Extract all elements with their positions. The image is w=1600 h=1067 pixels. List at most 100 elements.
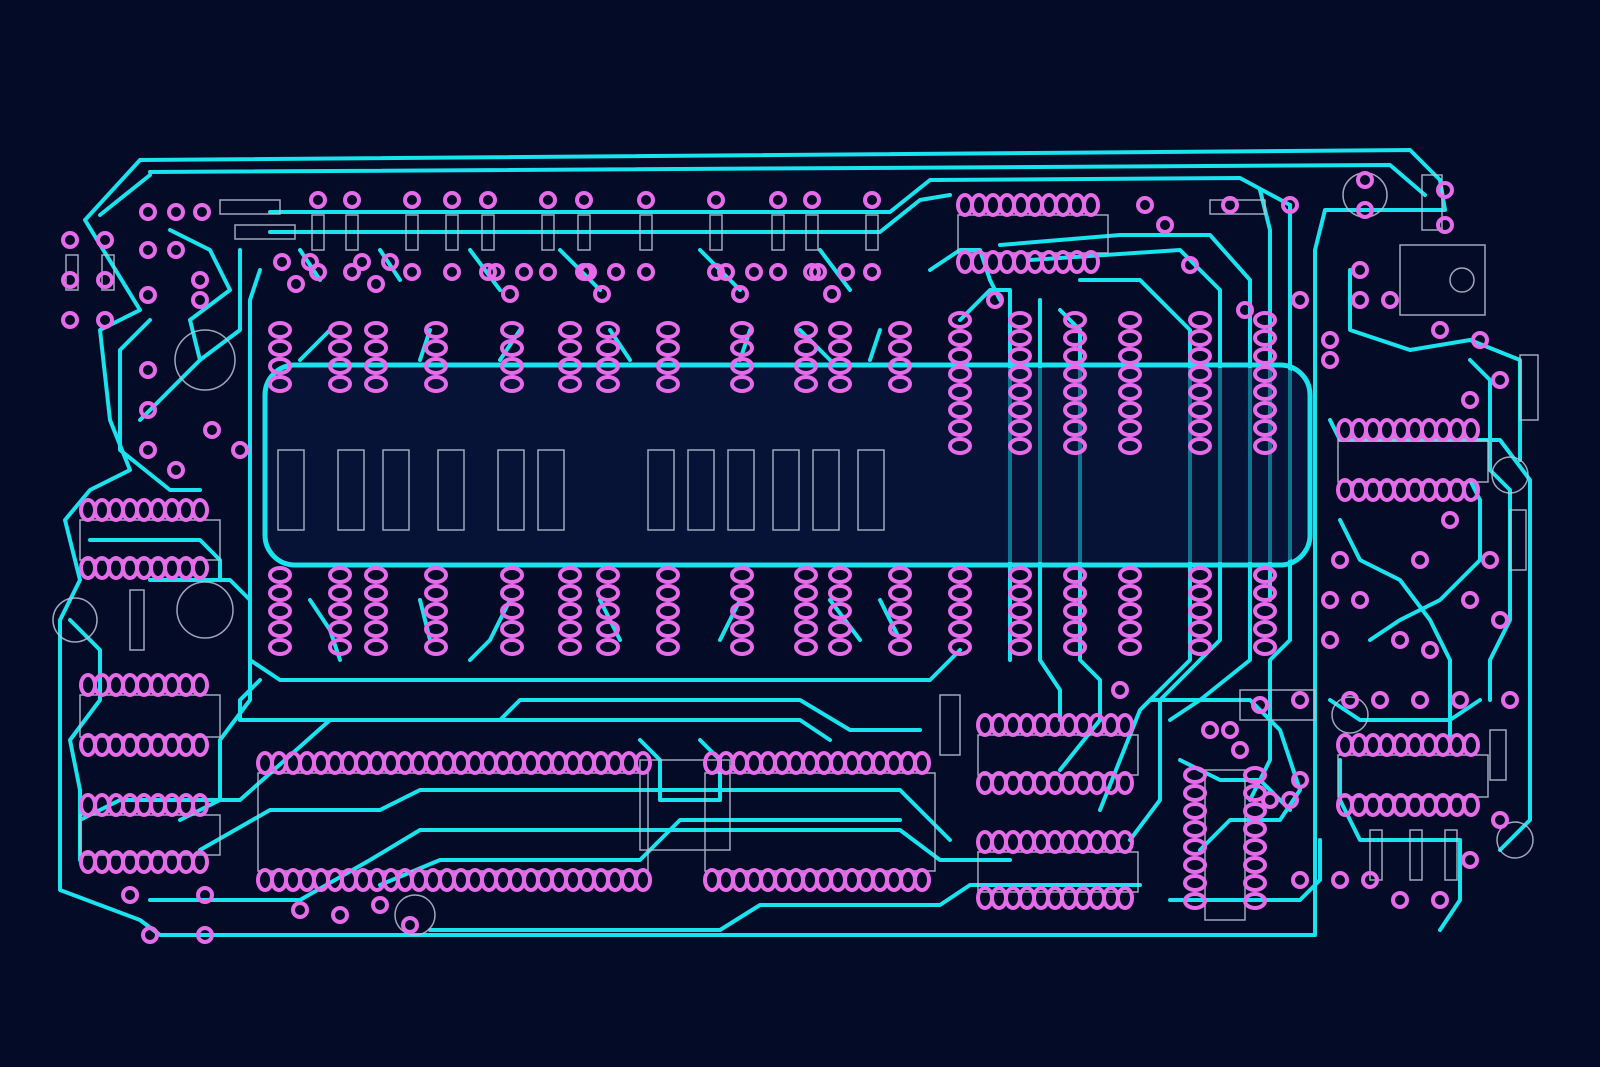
ic-pin-pad <box>1063 329 1087 347</box>
capacitor-outline <box>394 894 436 936</box>
ic-pin-pad <box>656 620 680 638</box>
component-pad <box>371 896 389 914</box>
ic-pin-pad <box>500 375 524 393</box>
ic-pin-pad <box>948 602 972 620</box>
display-loop-trace <box>238 678 832 742</box>
ic-pin-pad <box>1118 311 1142 329</box>
via-pad <box>1356 171 1374 189</box>
ic-pin-pad <box>1183 802 1207 820</box>
ic-pin-pad <box>828 375 852 393</box>
component-pad <box>196 886 214 904</box>
diode-outline <box>1489 729 1507 781</box>
resistor-outline <box>1509 509 1527 571</box>
component-pad <box>167 241 185 259</box>
ic-pin-pad <box>828 638 852 656</box>
ic-pin-pad <box>948 566 972 584</box>
ic-pin-pad <box>328 321 352 339</box>
component-pad <box>401 916 419 934</box>
transistor-pad <box>593 285 611 303</box>
ic-pin-pad <box>888 620 912 638</box>
ic-pin-pad <box>948 437 972 455</box>
component-pad <box>1371 691 1389 709</box>
via-pad <box>1221 721 1239 739</box>
hidden-chip-outline <box>537 449 565 531</box>
ic-pin-pad <box>328 339 352 357</box>
electrolytic-capacitor-outline <box>174 329 236 391</box>
hidden-chip-outline <box>857 449 885 531</box>
hidden-chip-outline <box>337 449 365 531</box>
transistor-pad <box>837 263 855 281</box>
ic-pin-pad <box>828 620 852 638</box>
ic-pin-pad <box>730 339 754 357</box>
ic-pin-pad <box>268 620 292 638</box>
ic-pin-pad <box>1253 383 1277 401</box>
resistor-pad <box>637 263 655 281</box>
ic-pin-pad <box>596 584 620 602</box>
ic-pin-pad <box>1243 820 1267 838</box>
ic-pin-pad <box>328 638 352 656</box>
ic-pin-pad <box>828 357 852 375</box>
transistor-pad <box>501 285 519 303</box>
transistor-pad <box>301 253 319 271</box>
ic-pin-pad <box>948 620 972 638</box>
resistor-outline <box>541 214 555 251</box>
ic-pin-pad <box>1063 347 1087 365</box>
ic-pin-pad <box>1008 311 1032 329</box>
resistor-pad <box>707 263 725 281</box>
resistor-pad <box>403 263 421 281</box>
ic-pin-pad <box>1188 311 1212 329</box>
via-pad <box>1136 196 1154 214</box>
ic-pin-pad <box>730 375 754 393</box>
transistor-pad <box>381 253 399 271</box>
component-pad <box>1431 891 1449 909</box>
ic-pin-pad <box>328 602 352 620</box>
ic-pin-pad <box>1243 766 1267 784</box>
ic-pin-pad <box>558 584 582 602</box>
component-pad <box>1361 871 1379 889</box>
ic-pin-pad <box>1008 383 1032 401</box>
ic-pin-pad <box>828 339 852 357</box>
component-pad <box>191 271 209 289</box>
component-pad <box>1491 371 1509 389</box>
ic-pin-pad <box>1008 620 1032 638</box>
ic-pin-pad <box>1253 329 1277 347</box>
component-pad <box>1381 291 1399 309</box>
component-pad <box>96 271 114 289</box>
ic-pin-pad <box>794 602 818 620</box>
capacitor-outline <box>1331 696 1369 734</box>
ic-pin-pad <box>1183 874 1207 892</box>
resistor-pad <box>539 191 557 209</box>
ic-pin-pad <box>888 375 912 393</box>
ic-pin-pad <box>1253 347 1277 365</box>
ic-pin-pad <box>1008 401 1032 419</box>
ic-pin-pad <box>1188 383 1212 401</box>
ic-pin-pad <box>1188 419 1212 437</box>
ic-pin-pad <box>424 375 448 393</box>
ic-pin-pad <box>1183 838 1207 856</box>
resistor-outline <box>405 214 419 251</box>
left-vertical-trace-2 <box>138 248 242 422</box>
ic-pin-pad <box>424 584 448 602</box>
ic-pin-pad <box>656 339 680 357</box>
via-pad <box>1181 256 1199 274</box>
ic-pin-pad <box>1188 584 1212 602</box>
ic-pin-pad <box>1183 766 1207 784</box>
ic-pin-pad <box>1008 329 1032 347</box>
component-pad <box>139 361 157 379</box>
resistor-outline <box>129 589 145 651</box>
ic-pin-pad <box>1253 566 1277 584</box>
component-pad <box>141 926 159 944</box>
ic-pin-pad <box>948 419 972 437</box>
ic-pin-pad <box>328 584 352 602</box>
ic-pin-pad <box>656 602 680 620</box>
ic-socket-outline <box>639 759 731 851</box>
component-pad <box>1341 691 1359 709</box>
ic-pin-pad <box>1183 784 1207 802</box>
ic-pin-pad <box>558 638 582 656</box>
ic-pin-pad <box>1253 620 1277 638</box>
hidden-chip-outline <box>497 449 525 531</box>
voltage-regulator-outline <box>1399 244 1486 316</box>
lcd-display-fill <box>268 368 1307 562</box>
ic-pin-pad <box>268 638 292 656</box>
board-inner-trace <box>98 163 1427 217</box>
